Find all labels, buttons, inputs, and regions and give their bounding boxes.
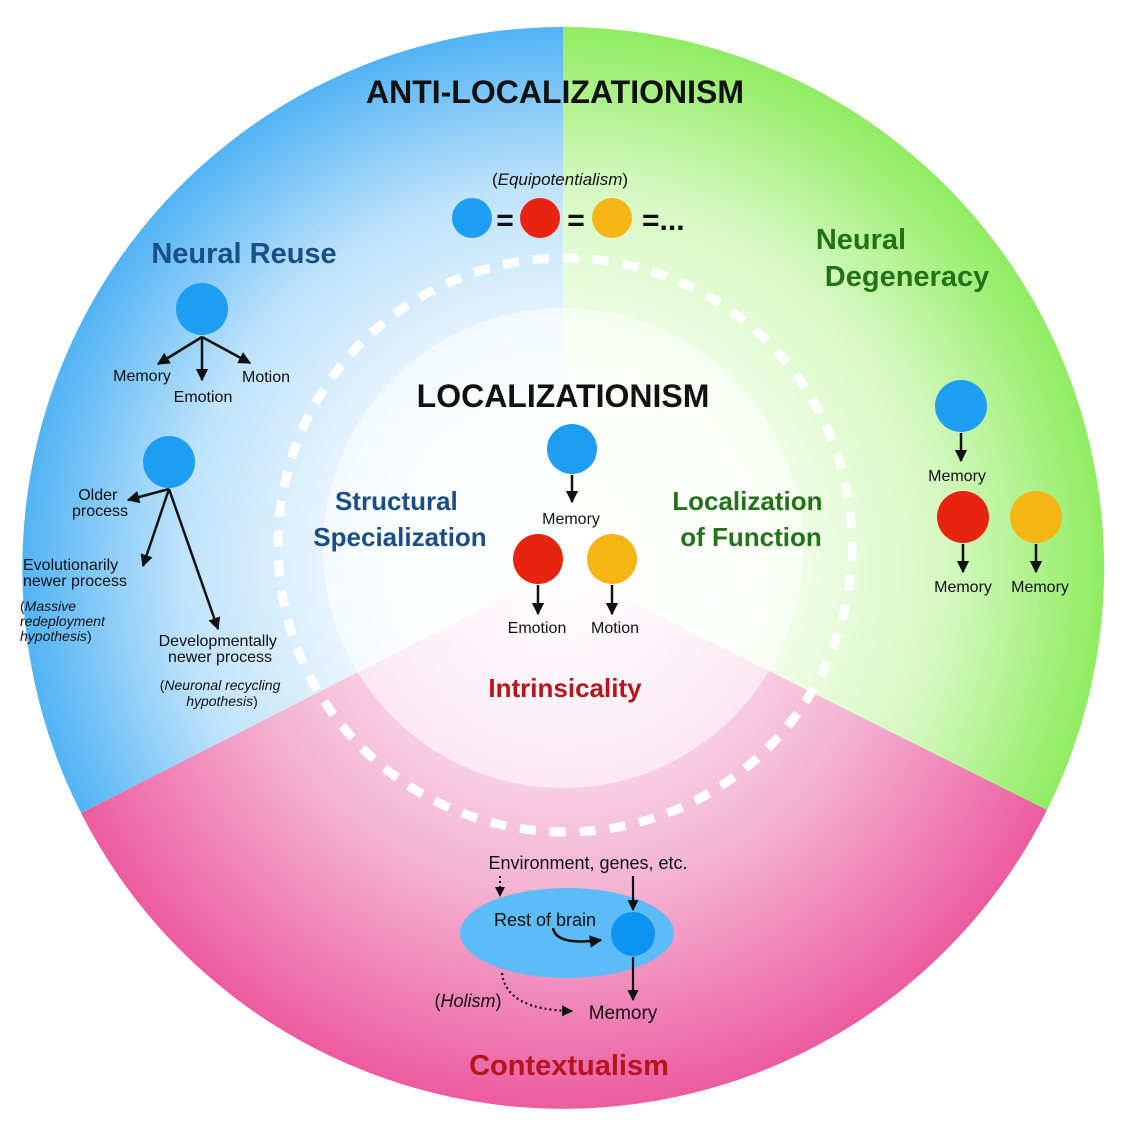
reuse-output-emotion: Emotion (174, 389, 233, 406)
arrow (167, 488, 221, 631)
title-anti-localizationism: ANTI-LOCALIZATIONISM (366, 74, 744, 110)
context-output-memory: Memory (589, 1003, 658, 1024)
reuse-output-motion: Motion (242, 369, 290, 386)
arrow (126, 487, 170, 504)
local-yellow-node (587, 534, 637, 584)
neuronal-recycling-note: (Neuronal recycling hypothesis) (160, 677, 285, 709)
rest-of-brain-label: Rest of brain (494, 910, 596, 930)
environment-genes-label: Environment, genes, etc. (488, 853, 687, 873)
equals-sign: = (496, 204, 514, 237)
equi-blue-node (452, 198, 492, 238)
degeneracy-output-memory: Memory (1011, 579, 1069, 596)
local-blue-node (547, 424, 597, 474)
degeneracy-output-memory: Memory (934, 579, 992, 596)
equipotentialism-label: (Equipotentialism) (492, 170, 628, 189)
local-output-memory: Memory (542, 511, 600, 528)
reuse-node-1 (176, 283, 228, 335)
degeneracy-blue-node (935, 380, 987, 432)
intrinsicality-label: Intrinsicality (488, 673, 642, 703)
curved-arrow (551, 927, 603, 948)
rest-of-brain-ellipse (460, 888, 674, 978)
degeneracy-yellow-node (1010, 491, 1062, 543)
localization-of-function-label: Localization of Function (672, 486, 829, 552)
center-glow (323, 308, 803, 788)
arrow (156, 335, 203, 366)
arrow (201, 335, 252, 365)
holism-label: (Holism) (434, 991, 501, 1011)
neural-degeneracy-title: Neural Degeneracy (816, 224, 989, 293)
title-localizationism: LOCALIZATIONISM (417, 378, 710, 414)
degeneracy-output-memory: Memory (928, 468, 986, 485)
local-output-emotion: Emotion (508, 620, 567, 637)
older-process-label: Older process (72, 487, 128, 520)
reuse-node-2 (143, 436, 195, 488)
local-output-motion: Motion (591, 620, 639, 637)
degeneracy-red-node (937, 491, 989, 543)
arrow (140, 488, 171, 568)
contextualism-title: Contextualism (469, 1050, 669, 1082)
equi-red-node (520, 198, 560, 238)
context-node (611, 912, 655, 956)
developmental-process-label: Developmentally newer process (159, 633, 282, 666)
localizationism-boundary (273, 253, 857, 837)
dotted-arrow (500, 972, 574, 1017)
equals-ellipsis: =... (642, 204, 685, 237)
structural-specialization-label: Structural Specialization (313, 486, 486, 552)
local-red-node (513, 534, 563, 584)
massive-redeployment-note: (Massive redeployment hypothesis) (20, 598, 109, 644)
equi-yellow-node (592, 198, 632, 238)
neural-reuse-title: Neural Reuse (151, 238, 336, 270)
equals-sign: = (567, 204, 585, 237)
evolutionary-process-label: Evolutionarily newer process (23, 557, 127, 590)
reuse-output-memory: Memory (113, 368, 171, 385)
